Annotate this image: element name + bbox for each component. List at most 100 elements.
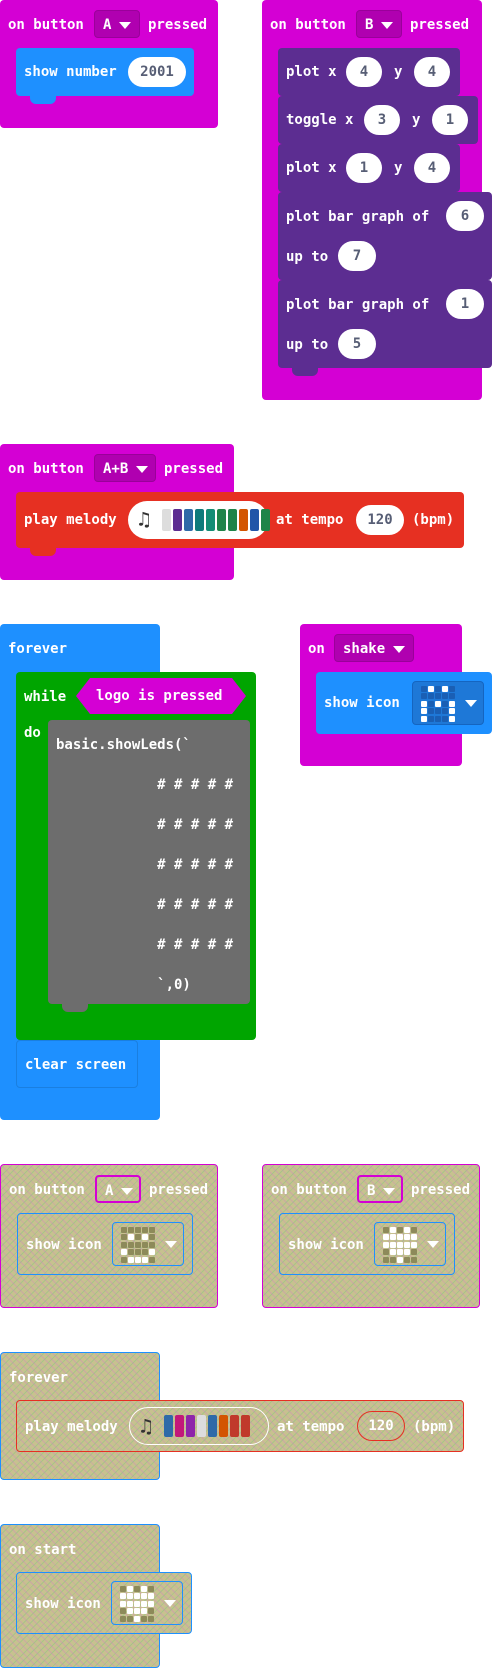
melody-note — [162, 509, 171, 531]
led-pixel — [421, 700, 427, 707]
button-dropdown-value: B — [367, 1183, 376, 1199]
icon-picker-dropdown[interactable] — [111, 1581, 183, 1625]
button-dropdown[interactable]: A+B — [94, 454, 156, 482]
led-pixel — [442, 700, 448, 707]
disabled-on-button-a-block[interactable]: on button A pressed show icon — [0, 1164, 218, 1308]
led-pixel — [141, 1586, 147, 1592]
plot-bar-graph-block[interactable]: plot bar graph of 1 up to 5 — [278, 280, 492, 368]
button-dropdown[interactable]: B — [357, 1175, 403, 1203]
led-pixel — [397, 1227, 403, 1233]
at-tempo-label: at tempo — [277, 1419, 345, 1435]
clear-screen-block[interactable]: clear screen — [16, 1040, 138, 1088]
melody-notes — [162, 509, 270, 531]
event-label: on button — [8, 17, 84, 33]
melody-note — [164, 1415, 173, 1437]
led-pixel — [404, 1249, 410, 1256]
melody-note — [175, 1415, 184, 1437]
led-pixel — [127, 1615, 133, 1622]
plot-block[interactable]: plot x 4 y 4 — [278, 48, 460, 96]
gesture-dropdown[interactable]: shake — [334, 634, 414, 662]
led-pixel — [383, 1241, 389, 1248]
led-icon-preview — [120, 1586, 156, 1622]
led-pixel — [121, 1249, 127, 1256]
x-input[interactable]: 4 — [346, 57, 382, 87]
on-shake-event-block[interactable]: on shake show icon — [300, 624, 492, 766]
led-pixel — [383, 1227, 389, 1233]
on-start-label: on start — [9, 1542, 77, 1558]
x-input[interactable]: 1 — [346, 153, 382, 183]
led-pixel — [390, 1227, 396, 1233]
disabled-play-melody-block[interactable]: play melody ♫ at tempo 120 (bpm) — [16, 1400, 464, 1452]
button-dropdown-value: A — [103, 17, 112, 33]
y-input[interactable]: 1 — [432, 105, 468, 135]
button-dropdown[interactable]: A — [95, 1175, 141, 1203]
tempo-input[interactable]: 120 — [356, 505, 404, 535]
up-to-label: up to — [286, 249, 329, 265]
led-pixel — [383, 1234, 389, 1241]
disabled-show-icon-block[interactable]: show icon — [16, 1572, 192, 1634]
plot-bar-graph-block[interactable]: plot bar graph of 6 up to 7 — [278, 192, 492, 280]
toggle-block[interactable]: toggle x 3 y 1 — [278, 96, 478, 144]
icon-picker-dropdown[interactable] — [112, 1222, 184, 1266]
led-pixel — [134, 1600, 140, 1607]
y-input[interactable]: 4 — [414, 153, 450, 183]
while-block[interactable]: while logo is pressed do basic.showLeds(… — [16, 672, 256, 1040]
led-pixel — [141, 1615, 147, 1622]
disabled-on-button-b-block[interactable]: on button B pressed show icon — [262, 1164, 480, 1308]
show-number-label: show number — [24, 64, 117, 80]
chevron-down-icon — [383, 1187, 396, 1195]
number-input[interactable]: 2001 — [128, 57, 186, 87]
toggle-label: toggle x — [286, 112, 354, 128]
show-leds-code-block[interactable]: basic.showLeds(` # # # # # # # # # # # #… — [48, 720, 250, 1004]
up-to-label: up to — [286, 337, 329, 353]
led-pixel — [120, 1608, 126, 1615]
code-line: # # # # # — [56, 897, 234, 913]
button-dropdown[interactable]: A — [94, 10, 140, 38]
plot-label: plot x — [286, 64, 337, 80]
on-button-b-event-block[interactable]: on button B pressed plot x 4 y 4 toggle … — [262, 0, 492, 400]
show-icon-block[interactable]: show icon — [279, 1213, 455, 1275]
melody-note — [219, 1415, 228, 1437]
led-pixel — [421, 693, 427, 700]
x-input[interactable]: 3 — [364, 105, 400, 135]
led-pixel — [390, 1249, 396, 1256]
button-dropdown[interactable]: B — [356, 10, 402, 38]
melody-note — [206, 509, 215, 531]
melody-editor[interactable]: ♫ — [129, 1407, 269, 1445]
led-pixel — [428, 686, 434, 692]
plot-bar-graph-label: plot bar graph of — [286, 209, 430, 225]
led-pixel — [449, 715, 455, 722]
led-pixel — [390, 1234, 396, 1241]
show-number-block[interactable]: show number 2001 — [16, 48, 194, 96]
forever-block[interactable]: forever while logo is pressed do basic.s… — [0, 624, 256, 1120]
event-label: on button — [8, 461, 84, 477]
melody-editor[interactable]: ♫ — [128, 501, 270, 539]
max-input[interactable]: 5 — [338, 329, 376, 359]
value-input[interactable]: 1 — [446, 289, 484, 319]
icon-picker-dropdown[interactable] — [374, 1222, 446, 1266]
value-input[interactable]: 6 — [446, 201, 484, 231]
max-input[interactable]: 7 — [338, 241, 376, 271]
pressed-label: pressed — [148, 17, 208, 33]
bpm-label: (bpm) — [413, 1419, 456, 1435]
led-pixel — [428, 708, 434, 715]
plot-block[interactable]: plot x 1 y 4 — [278, 144, 460, 192]
while-label: while — [24, 689, 67, 705]
on-label: on — [308, 641, 325, 657]
show-icon-block[interactable]: show icon — [316, 672, 492, 734]
tempo-input[interactable]: 120 — [357, 1411, 405, 1441]
on-button-a-event-block[interactable]: on button A pressed show number 2001 — [0, 0, 218, 128]
led-pixel — [142, 1227, 148, 1233]
led-pixel — [404, 1241, 410, 1248]
led-pixel — [142, 1241, 148, 1248]
play-melody-block[interactable]: play melody ♫ at tempo 120 (bpm) — [16, 492, 464, 548]
led-pixel — [134, 1615, 140, 1622]
show-icon-block[interactable]: show icon — [17, 1213, 193, 1275]
icon-picker-dropdown[interactable] — [412, 681, 484, 725]
led-pixel — [121, 1234, 127, 1241]
logo-is-pressed-condition[interactable]: logo is pressed — [76, 678, 246, 714]
on-button-ab-event-block[interactable]: on button A+B pressed play melody ♫ at t… — [0, 444, 464, 580]
show-icon-label: show icon — [26, 1237, 102, 1253]
chevron-down-icon — [165, 1241, 177, 1248]
y-input[interactable]: 4 — [414, 57, 450, 87]
